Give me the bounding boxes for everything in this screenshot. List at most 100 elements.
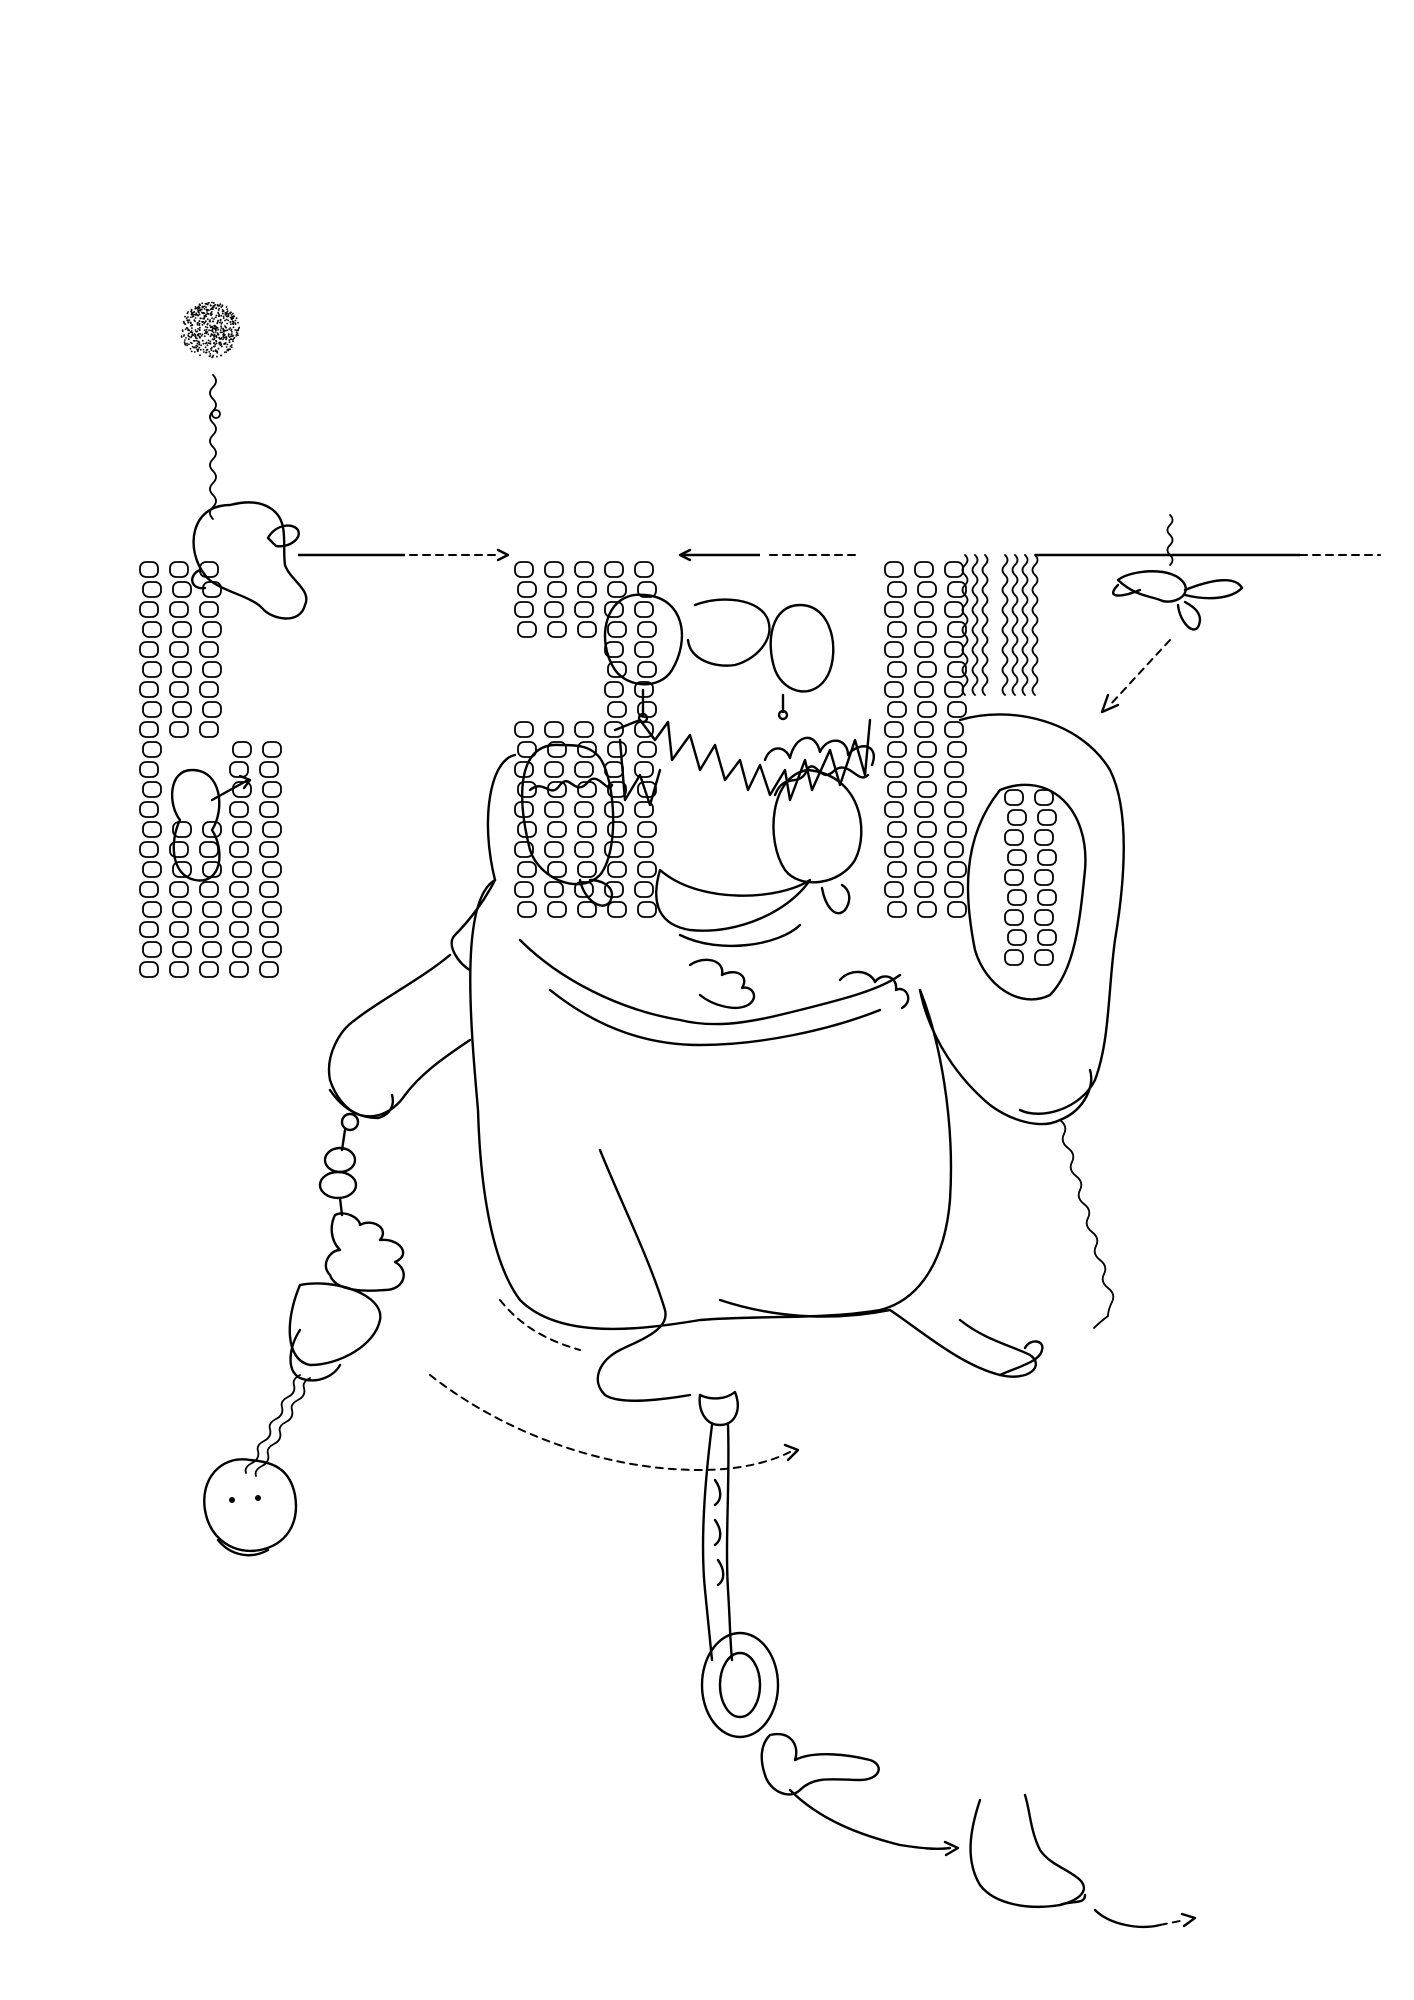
stipple-dot	[232, 334, 235, 337]
hair-left	[528, 777, 614, 792]
bead	[142, 581, 162, 598]
stipple-dot	[206, 326, 209, 329]
stipple-dot	[231, 333, 233, 335]
bead	[229, 881, 249, 898]
stipple-dot	[198, 324, 201, 326]
stipple-dot	[204, 332, 206, 335]
bead	[1004, 869, 1024, 886]
chain-stick	[338, 1128, 347, 1217]
stipple-dot	[215, 307, 218, 310]
stipple-dot	[224, 334, 226, 336]
bead	[604, 881, 624, 898]
stipple-dot	[215, 329, 217, 332]
stipple-dot	[222, 332, 225, 335]
bead	[887, 901, 907, 918]
stipple-dot	[225, 306, 228, 308]
stipple-dot	[225, 338, 227, 341]
stipple-dot	[235, 335, 238, 337]
bead	[944, 881, 964, 898]
bead	[1007, 809, 1027, 826]
bead	[172, 621, 192, 638]
bead	[142, 861, 162, 878]
stipple-dot	[195, 307, 198, 310]
right-foot-toes	[998, 1340, 1044, 1377]
hugging-arm-left	[518, 938, 902, 1026]
stipple-dot	[190, 335, 193, 337]
hanging-strand-right	[725, 1423, 734, 1662]
rope-1	[244, 1374, 301, 1474]
stipple-dot	[206, 311, 208, 313]
bead	[917, 661, 937, 678]
bead	[574, 721, 594, 738]
stipple-dot	[212, 334, 215, 337]
bead	[547, 861, 567, 878]
stipple-dot	[217, 347, 220, 350]
stipple-dot	[218, 304, 221, 307]
right-leg	[718, 1298, 1037, 1378]
right-hand-fingers	[838, 970, 910, 1010]
bead	[917, 741, 937, 758]
stipple-dot	[220, 325, 223, 328]
stipple-dot	[194, 306, 197, 308]
stipple-dot	[189, 316, 192, 319]
bead	[604, 841, 624, 858]
bead	[142, 661, 162, 678]
stipple-dot	[238, 326, 241, 329]
bead	[199, 841, 219, 858]
bead	[1034, 869, 1054, 886]
stipple-dot	[234, 319, 237, 322]
stipple-dot	[220, 337, 223, 339]
stipple-dot	[230, 346, 233, 348]
stipple-dot	[236, 329, 238, 332]
bead	[887, 581, 907, 598]
bead	[914, 641, 934, 658]
stipple-dot	[232, 326, 235, 329]
stipple-dot	[202, 321, 205, 323]
bead	[517, 781, 537, 798]
bead	[142, 941, 162, 958]
bead	[142, 741, 162, 758]
stipple-dot	[188, 338, 190, 341]
stipple-dot	[189, 331, 192, 334]
stipple-dot	[192, 313, 194, 316]
hanging-strand-beads	[713, 1478, 725, 1587]
blob-creature-top-left	[192, 501, 308, 620]
stipple-dot	[224, 342, 227, 344]
stipple-dot	[206, 331, 209, 333]
bead	[169, 601, 189, 618]
bead	[262, 781, 282, 798]
stipple-dot	[219, 331, 222, 334]
stipple-dot	[226, 343, 229, 346]
stipple-dot	[199, 348, 202, 351]
balloon-right	[769, 603, 835, 693]
stipple-dot	[216, 321, 219, 324]
bead	[947, 861, 967, 878]
bead	[944, 561, 964, 578]
bead	[172, 901, 192, 918]
bead	[169, 841, 189, 858]
bead	[914, 801, 934, 818]
stipple-dot	[188, 332, 190, 335]
stipple-dot	[192, 334, 195, 337]
bird-arrow-dashed	[1109, 639, 1171, 706]
bead	[202, 901, 222, 918]
bead	[914, 761, 934, 778]
stipple-dot	[197, 341, 200, 343]
stipple-dot	[214, 303, 217, 306]
bead-grid-left	[139, 561, 282, 978]
bead	[232, 941, 252, 958]
bead	[199, 881, 219, 898]
chain-bead-2	[323, 1146, 357, 1174]
bead	[917, 701, 937, 718]
bead	[634, 881, 654, 898]
stipple-dot	[208, 355, 211, 358]
smiling-head-mouth	[216, 1538, 270, 1557]
loop-ring-inner	[718, 1651, 762, 1719]
stipple-dot	[218, 315, 221, 317]
stipple-dot	[230, 335, 233, 338]
stipple-dot	[212, 320, 215, 323]
bead	[1037, 849, 1057, 866]
bead	[577, 861, 597, 878]
bead	[544, 801, 564, 818]
